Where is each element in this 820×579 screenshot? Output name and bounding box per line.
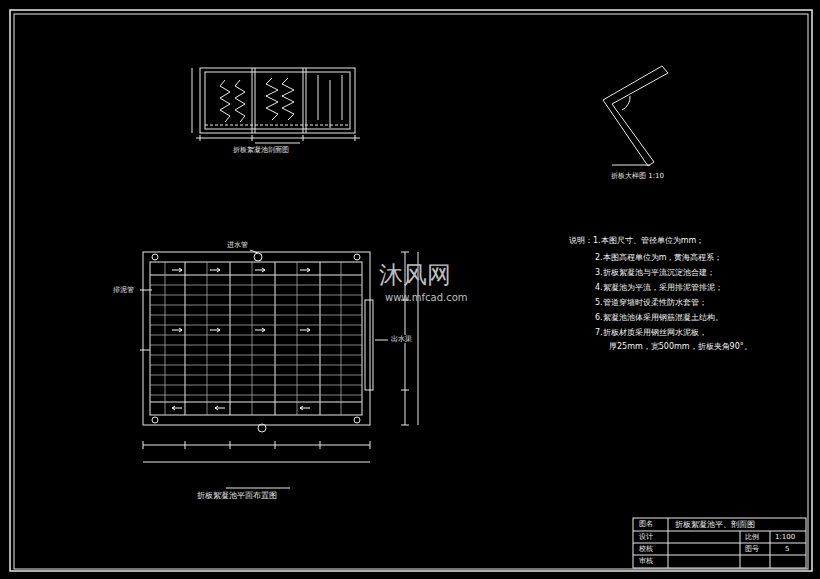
note-line: 厚25mm，宽500mm，折板夹角90°。 bbox=[608, 342, 753, 351]
title-cell: 1:100 bbox=[774, 533, 796, 541]
note-line: 3.折板絮凝池与平流沉淀池合建； bbox=[594, 268, 716, 277]
part-label: 进水管 bbox=[226, 241, 249, 249]
view-caption: 折板絮凝池平面布置图 bbox=[196, 491, 278, 500]
title-cell: 折板絮凝池平、剖面图 bbox=[674, 520, 756, 529]
title-cell: 设计 bbox=[638, 533, 654, 541]
note-line: 5.管道穿墙时设柔性防水套管； bbox=[594, 298, 708, 307]
title-cell: 比例 bbox=[744, 533, 760, 541]
view-caption: 折板絮凝池剖面图 bbox=[232, 146, 290, 154]
title-cell: 校核 bbox=[638, 545, 654, 553]
view-caption: 折板大样图 1:10 bbox=[610, 172, 665, 180]
title-cell: 图号 bbox=[744, 545, 760, 553]
part-label: 排泥管 bbox=[112, 286, 135, 294]
watermark: 沐风网 bbox=[378, 262, 452, 290]
note-line: 说明：1.本图尺寸、管径单位为mm； bbox=[568, 236, 705, 245]
title-cell: 审核 bbox=[638, 557, 654, 565]
title-cell: 5 bbox=[784, 545, 790, 553]
watermark: www.mfcad.com bbox=[384, 292, 469, 304]
title-cell: 图名 bbox=[638, 520, 654, 528]
note-line: 6.絮凝池池体采用钢筋混凝土结构。 bbox=[594, 313, 724, 322]
part-label: 出水渠 bbox=[390, 335, 413, 343]
note-line: 7.折板材质采用钢丝网水泥板， bbox=[594, 328, 708, 337]
note-line: 2.本图高程单位为m，黄海高程系； bbox=[594, 253, 723, 262]
note-line: 4.絮凝池为平流，采用排泥管排泥； bbox=[594, 283, 724, 292]
